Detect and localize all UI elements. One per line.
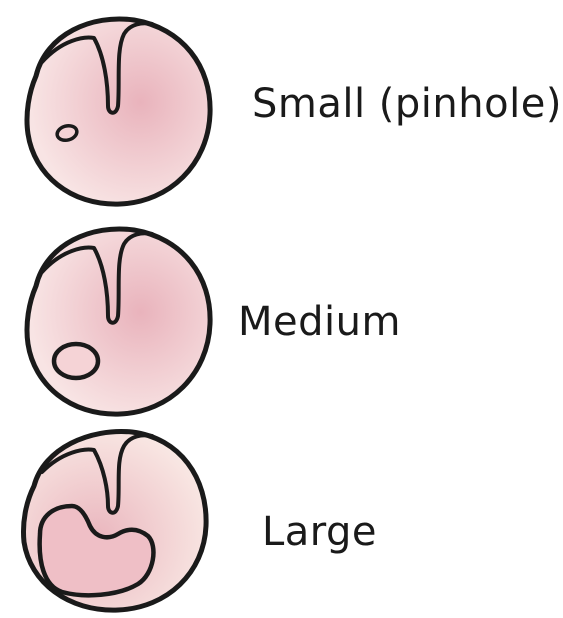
eardrum-large-illustration [14,422,216,616]
eardrum-medium-illustration [12,216,220,420]
perforation-row-medium: Medium [0,212,563,420]
perforation-row-large: Large [0,420,563,618]
label-large: Large [262,512,377,552]
eardrum-small-illustration [12,6,220,212]
label-medium: Medium [238,302,401,342]
label-small: Small (pinhole) [252,84,562,124]
perforation-hole-medium [54,344,98,378]
perforation-row-small: Small (pinhole) [0,0,563,212]
